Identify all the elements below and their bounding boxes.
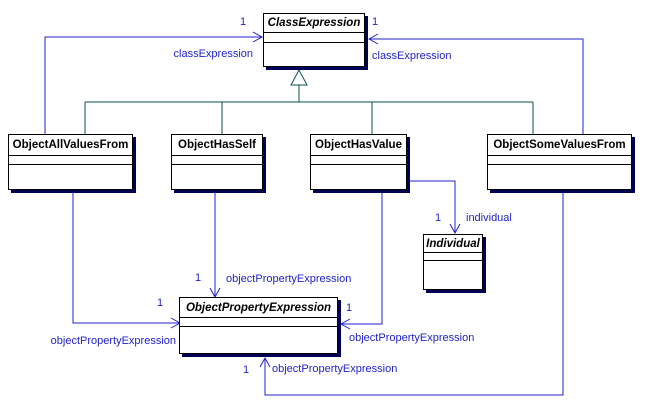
class-box-objectallvaluesfrom: ObjectAllValuesFrom: [8, 134, 133, 190]
multiplicity-label: 1: [194, 272, 202, 284]
attributes-compartment: [172, 156, 262, 165]
class-name: Individual: [426, 237, 480, 250]
attributes-compartment: [424, 253, 482, 261]
role-label-classexpression-left: classExpression: [173, 48, 253, 60]
class-box-objectpropertyexpression: ObjectPropertyExpression: [179, 297, 338, 354]
class-box-individual: Individual: [423, 234, 483, 290]
role-label-objectpropertyexpression-bottom: objectPropertyExpression: [272, 363, 398, 375]
class-box-objecthasself: ObjectHasSelf: [171, 134, 263, 190]
attributes-compartment: [180, 318, 337, 327]
class-name: ObjectHasSelf: [178, 139, 256, 151]
multiplicity-label: 1: [242, 364, 250, 376]
role-label-objectpropertyexpression-left: objectPropertyExpression: [50, 335, 176, 347]
class-name: ObjectSomeValuesFrom: [493, 139, 626, 151]
class-box-classexpression: ClassExpression: [263, 13, 365, 67]
class-name: ObjectAllValuesFrom: [12, 139, 129, 151]
open-arrowhead-icon: [259, 356, 271, 368]
attributes-compartment: [488, 156, 631, 165]
class-name: ClassExpression: [267, 17, 361, 29]
multiplicity-label: 1: [434, 212, 442, 224]
multiplicity-label: 1: [156, 297, 164, 309]
role-label-objectpropertyexpression-right: objectPropertyExpression: [349, 332, 475, 344]
multiplicity-label: 1: [345, 302, 353, 314]
role-label-classexpression-right: classExpression: [372, 50, 452, 62]
role-label-individual: individual: [466, 212, 512, 224]
generalization-tree: [84, 68, 534, 134]
open-arrowhead-icon: [339, 318, 351, 330]
class-name: ObjectHasValue: [315, 139, 402, 151]
association-objecthasself-objectpropertyexpression: [209, 190, 221, 299]
open-arrowhead-icon: [252, 31, 264, 43]
multiplicity-label: 1: [239, 16, 247, 28]
role-label-objectpropertyexpression-top: objectPropertyExpression: [226, 273, 352, 285]
open-arrowhead-icon: [449, 223, 461, 235]
generalization-triangle-icon: [290, 68, 308, 86]
class-name: ObjectPropertyExpression: [185, 301, 332, 314]
attributes-compartment: [311, 156, 406, 165]
open-arrowhead-icon: [367, 33, 379, 45]
multiplicity-label: 1: [371, 16, 379, 28]
association-objectallvaluesfrom-classexpression: [44, 31, 264, 134]
association-objecthasvalue-individual: [410, 180, 461, 235]
association-objecthasvalue-objectpropertyexpression: [339, 191, 383, 330]
class-box-objectsomevaluesfrom: ObjectSomeValuesFrom: [487, 134, 632, 190]
association-objectsomevaluesfrom-classexpression: [367, 33, 584, 134]
attributes-compartment: [9, 156, 132, 165]
class-box-objecthasvalue: ObjectHasValue: [310, 134, 407, 190]
association-objectsomevaluesfrom-objectpropertyexpression: [259, 191, 564, 396]
attributes-compartment: [264, 33, 364, 43]
